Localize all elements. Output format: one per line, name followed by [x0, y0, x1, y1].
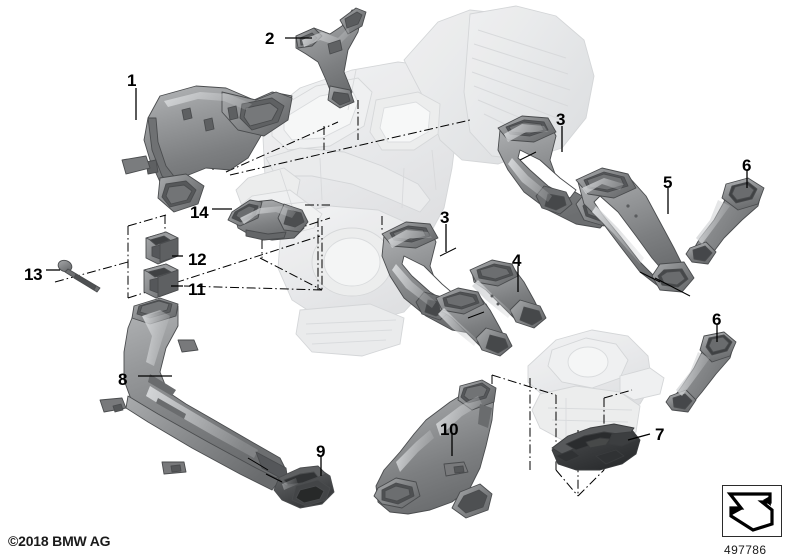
callout-13[interactable]: 13 [24, 265, 43, 284]
part-5-air-duct [575, 167, 695, 293]
part-4-air-duct [435, 259, 547, 357]
callout-5[interactable]: 5 [663, 173, 673, 192]
callout-8[interactable]: 8 [118, 370, 128, 389]
callout-3b[interactable]: 3 [440, 208, 450, 227]
part-6a-air-outlet [685, 177, 765, 265]
diagram-icon-badge [722, 485, 782, 537]
callout-6b[interactable]: 6 [712, 310, 722, 329]
callout-2[interactable]: 2 [265, 29, 275, 48]
part-7-duct-cover [551, 423, 641, 471]
part-8-floor-duct [99, 297, 289, 491]
duct-shape-icon [726, 492, 774, 532]
diagram-id-label: 497786 [724, 543, 767, 557]
part-1-air-duct [121, 85, 293, 213]
part-10-floor-duct [373, 379, 497, 519]
callout-11[interactable]: 11 [188, 280, 206, 299]
part-14-air-duct [227, 199, 309, 241]
part-6b-air-outlet [665, 331, 737, 413]
part-9-floor-outlet [273, 465, 335, 509]
callout-7[interactable]: 7 [655, 425, 665, 444]
callout-9[interactable]: 9 [316, 442, 326, 461]
copyright-notice: ©2018 BMW AG [8, 533, 111, 549]
part-12-adapter [145, 231, 179, 265]
copyright-text: 2018 BMW AG [18, 533, 111, 549]
part-2-air-duct [295, 7, 367, 109]
part-13-expanding-rivet [57, 259, 101, 293]
callout-10[interactable]: 10 [440, 420, 459, 439]
callout-14[interactable]: 14 [190, 203, 209, 222]
callout-3a[interactable]: 3 [556, 110, 566, 129]
part-11-adapter [143, 263, 179, 299]
callout-4[interactable]: 4 [512, 251, 522, 270]
callout-12[interactable]: 12 [188, 250, 207, 269]
callout-6a[interactable]: 6 [742, 156, 752, 175]
copyright-symbol: © [8, 533, 19, 549]
callout-1[interactable]: 1 [127, 71, 137, 90]
